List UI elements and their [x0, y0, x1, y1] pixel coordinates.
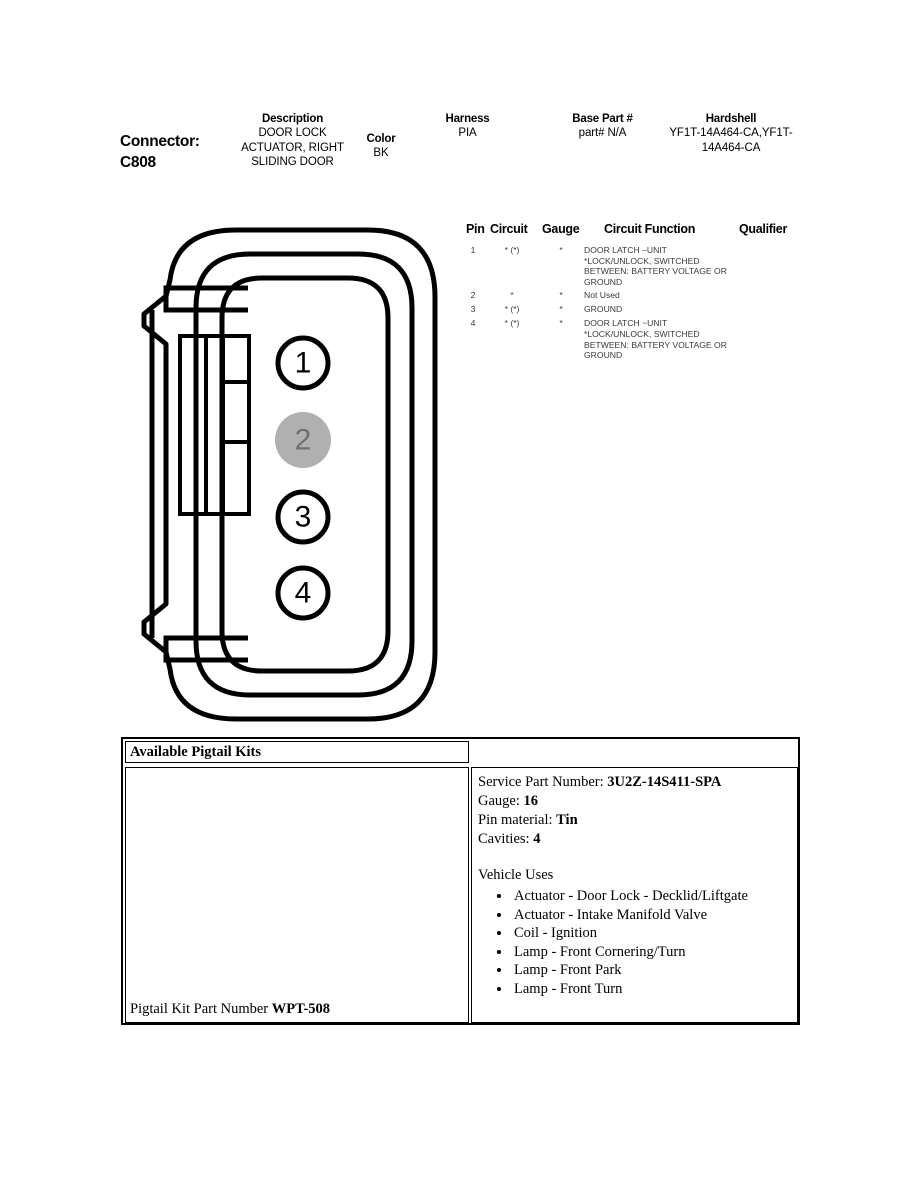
pin-cavity-4-number: 4: [295, 577, 312, 610]
connector-face-diagram: 1 2 3 4: [130, 222, 460, 727]
connector-inner-outline: [219, 275, 391, 674]
gauge-cell: *: [559, 304, 563, 315]
pigtail-spec-label: Gauge:: [478, 793, 524, 809]
pin-circuit-table: Pin Circuit Gauge Circuit Function Quali…: [462, 222, 807, 361]
connector-latch-lower-tab: [163, 635, 248, 663]
pin-table-row: 4 * (*) * DOOR LATCH ~UNIT *LOCK/UNLOCK, SW…: [462, 318, 807, 360]
pin-number-cell: 4: [470, 318, 476, 329]
connector-lock-bar-4: [221, 380, 251, 444]
pigtail-spec-row: Pin material: Tin: [478, 811, 793, 830]
harness-value: PIA: [458, 127, 477, 139]
hardshell-label: Hardshell: [705, 113, 757, 125]
vehicle-use-item: Coil - Ignition: [512, 924, 793, 943]
circuit-function-cell: DOOR LATCH –UNIT *LOCK/UNLOCK, SWITCHED …: [584, 245, 727, 287]
pin-cavity-3-number: 3: [295, 501, 312, 534]
connector-pin-cavities: 1 2 3 4: [275, 335, 331, 621]
connector-lock-bar-5: [221, 440, 251, 516]
pigtail-spec-label: Cavities:: [478, 831, 534, 847]
circuit-cell: * (*): [504, 304, 520, 315]
connector-label: Connector:: [120, 133, 200, 150]
vehicle-use-item: Actuator - Intake Manifold Valve: [512, 906, 793, 925]
pigtail-spec-value: 4: [533, 831, 541, 847]
pigtail-spec-value: Tin: [556, 812, 578, 828]
gauge-cell: *: [559, 318, 563, 329]
vehicle-use-item: Lamp - Front Cornering/Turn: [512, 943, 793, 962]
pigtail-kit-left-cell: Pigtail Kit Part Number WPT-508: [125, 767, 469, 1023]
pigtail-kit-part-value: WPT-508: [271, 1001, 331, 1017]
harness-field: Harness PIA: [415, 112, 520, 141]
vehicle-uses-list: Actuator - Door Lock - Decklid/LiftgateA…: [478, 887, 793, 998]
color-label: Color: [366, 133, 396, 145]
qualifier-column-header: Qualifier: [739, 222, 788, 236]
description-field: Description DOOR LOCK ACTUATOR, RIGHT SL…: [240, 112, 345, 170]
color-field: Color BK: [352, 132, 410, 161]
pin-cavity-3-circle: [275, 489, 331, 545]
pigtail-kits-header-cell: Available Pigtail Kits: [125, 741, 469, 763]
gauge-column-header: Gauge: [542, 222, 580, 236]
pin-number-cell: 2: [470, 290, 476, 301]
pigtail-kit-part-label: Pigtail Kit Part Number: [130, 1001, 272, 1017]
pin-cavity-2-number: 2: [295, 424, 312, 457]
pin-cavity-1-number: 1: [295, 347, 312, 380]
circuit-cell: * (*): [504, 318, 520, 329]
base-part-label: Base Part #: [572, 113, 633, 125]
pin-number-cell: 1: [470, 245, 476, 255]
pin-cavity-1-circle: [275, 335, 331, 391]
base-part-value: part# N/A: [578, 127, 627, 139]
pigtail-kit-part-number: Pigtail Kit Part Number WPT-508: [130, 1001, 330, 1018]
connector-latch-upper-tab: [163, 285, 248, 313]
pin-table-body: 1 * (*) * DOOR LATCH –UNIT *LOCK/UNLOCK, SW…: [462, 245, 807, 361]
vehicle-uses-title: Vehicle Uses: [478, 867, 554, 883]
circuit-cell: *: [510, 290, 514, 301]
pigtail-kits-header-text: Available Pigtail Kits: [130, 744, 262, 760]
color-value: BK: [373, 147, 389, 159]
base-part-field: Base Part # part# N/A: [540, 112, 665, 141]
pigtail-spec-label: Service Part Number:: [478, 774, 608, 790]
pigtail-spec-row: Gauge: 16: [478, 792, 793, 811]
connector-lock-bar-3: [221, 334, 251, 384]
vehicle-use-item: Actuator - Door Lock - Decklid/Liftgate: [512, 887, 793, 906]
pin-table-row: 2 * * Not Used: [462, 290, 807, 301]
circuit-function-cell: DOOR LATCH ~UNIT *LOCK/UNLOCK, SWITCHED …: [584, 318, 727, 361]
circuit-column-header: Circuit: [490, 222, 528, 236]
available-pigtail-kits-table: Available Pigtail Kits Pigtail Kit Part …: [121, 737, 800, 1025]
connector-title: Connector: C808: [120, 131, 250, 173]
harness-label: Harness: [445, 113, 490, 125]
vehicle-use-item: Lamp - Front Turn: [512, 980, 793, 999]
hardshell-field: Hardshell YF1T-14A464-CA,YF1T-14A464-CA: [655, 112, 807, 155]
pin-cavity-2-circle: [275, 412, 331, 468]
pigtail-spec-value: 16: [523, 793, 539, 809]
pin-table-header: Pin Circuit Gauge Circuit Function Quali…: [462, 222, 807, 240]
pigtail-spec-row: Service Part Number: 3U2Z-14S411-SPA: [478, 773, 793, 792]
description-label: Description: [261, 113, 324, 125]
circuit-cell: * (*): [504, 245, 520, 255]
connector-middle-outline: [193, 251, 415, 698]
description-value: DOOR LOCK ACTUATOR, RIGHT SLIDING DOOR: [241, 127, 344, 168]
pin-number-cell: 3: [470, 304, 476, 315]
hardshell-value: YF1T-14A464-CA,YF1T-14A464-CA: [669, 127, 793, 154]
connector-outer-outline: [141, 227, 438, 722]
function-column-header: Circuit Function: [604, 222, 696, 236]
gauge-cell: *: [559, 245, 563, 255]
vehicle-use-item: Lamp - Front Park: [512, 961, 793, 980]
pigtail-spec-value: 3U2Z-14S411-SPA: [607, 774, 722, 790]
pin-table-row: 1 * (*) * DOOR LATCH –UNIT *LOCK/UNLOCK, SW…: [462, 245, 807, 287]
connector-lock-bar-1: [178, 334, 208, 516]
pin-column-header: Pin: [466, 222, 485, 236]
circuit-function-cell: GROUND: [584, 304, 623, 315]
connector-id: C808: [120, 154, 156, 171]
pin-table-row: 3 * (*) * GROUND: [462, 304, 807, 315]
pigtail-spec-label: Pin material:: [478, 812, 557, 828]
circuit-function-cell: Not Used: [584, 290, 620, 301]
gauge-cell: *: [559, 290, 563, 301]
pin-cavity-4-circle: [275, 565, 331, 621]
pigtail-spec-row: Cavities: 4: [478, 830, 793, 849]
